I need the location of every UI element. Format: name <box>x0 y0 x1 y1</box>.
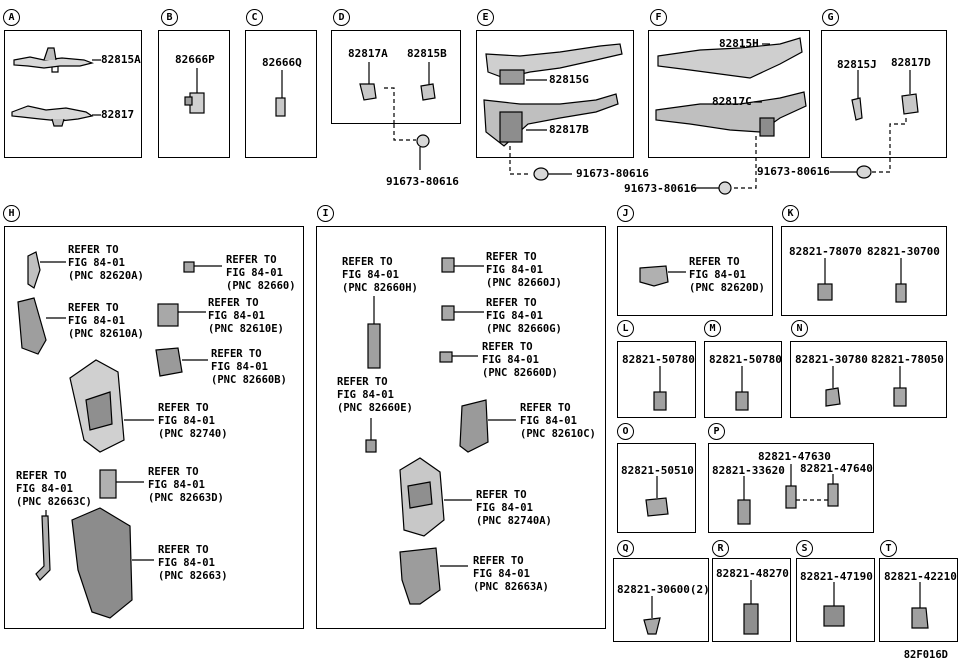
section-letter-e: E <box>477 9 494 26</box>
section-letter-c: C <box>246 9 263 26</box>
part-label-82666p: 82666P <box>175 53 215 66</box>
section-letter-t: T <box>880 540 897 557</box>
part-label-82815j: 82815J <box>837 58 877 71</box>
part-label-82821-78050: 82821-78050 <box>871 353 944 366</box>
section-o-box <box>617 443 696 533</box>
section-letter-g: G <box>822 9 839 26</box>
part-label-82815a: 82815A <box>101 53 141 66</box>
section-h-box <box>4 226 304 629</box>
section-d-box <box>331 30 461 124</box>
section-letter-o: O <box>617 423 634 440</box>
fastener-e-drawing <box>533 167 572 181</box>
section-g-box <box>821 30 947 158</box>
part-label-82817a: 82817A <box>348 47 388 60</box>
part-label-82821-30700: 82821-30700 <box>867 245 940 258</box>
fastener-label-d: 91673-80616 <box>386 175 459 188</box>
section-letter-m: M <box>704 320 721 337</box>
fastener-label-e: 91673-80616 <box>576 167 649 180</box>
section-c-box <box>245 30 317 158</box>
part-label-82821-50780-m: 82821-50780 <box>709 353 782 366</box>
part-label-82666q: 82666Q <box>262 56 302 69</box>
part-label-82821-48270: 82821-48270 <box>716 567 789 580</box>
section-letter-j: J <box>617 205 634 222</box>
fastener-label-f: 91673-80616 <box>624 182 697 195</box>
part-label-82821-30780: 82821-30780 <box>795 353 868 366</box>
section-q-box <box>613 558 709 642</box>
section-n-box <box>790 341 947 418</box>
section-letter-l: L <box>617 320 634 337</box>
part-label-82821-50510: 82821-50510 <box>621 464 694 477</box>
section-a-box <box>4 30 142 158</box>
part-label-82815b: 82815B <box>407 47 447 60</box>
section-letter-q: Q <box>617 540 634 557</box>
fastener-g-drawing <box>830 165 872 179</box>
part-label-82821-78070: 82821-78070 <box>789 245 862 258</box>
fastener-d-drawing <box>416 134 430 170</box>
section-b-box <box>158 30 230 158</box>
section-letter-n: N <box>791 320 808 337</box>
part-label-82821-47630: 82821-47630 <box>758 450 831 463</box>
section-letter-i: I <box>317 205 334 222</box>
part-label-82817: 82817 <box>101 108 135 121</box>
part-label-82821-33620: 82821-33620 <box>712 464 785 477</box>
figure-code: 82F016D <box>903 649 948 661</box>
section-letter-b: B <box>161 9 178 26</box>
part-label-82821-50780-l: 82821-50780 <box>622 353 695 366</box>
section-s-box <box>796 558 875 642</box>
part-label-82817c: 82817C <box>712 95 752 108</box>
part-label-82821-47190: 82821-47190 <box>800 570 873 583</box>
part-label-82817d: 82817D <box>891 56 931 69</box>
section-letter-p: P <box>708 423 725 440</box>
part-label-82821-30600: 82821-30600(2) <box>617 583 710 596</box>
part-label-82821-42210: 82821-42210 <box>884 570 957 583</box>
part-label-82817b: 82817B <box>549 123 589 136</box>
section-letter-r: R <box>712 540 729 557</box>
section-e-box <box>476 30 634 158</box>
part-label-82815h: 82815H <box>719 37 759 50</box>
part-label-82815g: 82815G <box>549 73 589 86</box>
section-letter-k: K <box>782 205 799 222</box>
section-k-box <box>781 226 947 316</box>
fastener-label-g: 91673-80616 <box>757 165 830 178</box>
part-label-82821-47640: 82821-47640 <box>800 462 873 475</box>
section-p-box <box>708 443 874 533</box>
section-letter-f: F <box>650 9 667 26</box>
section-letter-d: D <box>333 9 350 26</box>
section-letter-s: S <box>796 540 813 557</box>
section-letter-h: H <box>3 205 20 222</box>
fastener-f-drawing <box>696 181 732 195</box>
section-letter-a: A <box>3 9 20 26</box>
